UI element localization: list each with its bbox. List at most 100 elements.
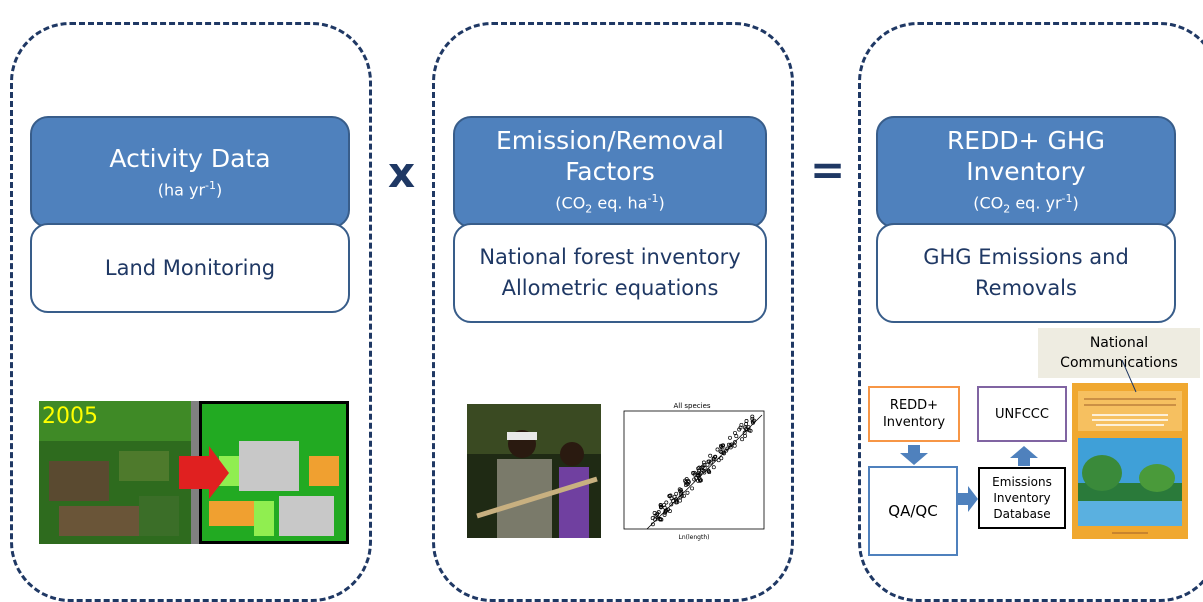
scatter-point (701, 460, 706, 465)
scatter-point (667, 493, 672, 498)
scatter-point (662, 512, 667, 517)
scatter-point (711, 465, 716, 470)
eid-line3: Database (993, 507, 1051, 521)
scatter-point (696, 466, 701, 471)
scatter-point (728, 435, 732, 440)
scatter-point (724, 448, 729, 453)
scatter-point (726, 442, 731, 447)
plot-xlabel: Ln(length) (679, 534, 710, 541)
scatter-point (750, 414, 755, 419)
forest-inventory-box: National forest inventory Allometric equ… (453, 223, 767, 323)
scatter-point (733, 430, 737, 435)
land-monitoring-box: Land Monitoring (30, 223, 350, 313)
scatter-point (658, 517, 663, 522)
qaqc-label: QA/QC (888, 501, 938, 520)
scatter-point (669, 502, 674, 507)
scatter-point (718, 449, 723, 454)
scatter-point (740, 437, 745, 442)
scatter-point (690, 486, 695, 491)
land-monitoring-label: Land Monitoring (104, 255, 276, 280)
scatter-point (653, 517, 658, 522)
scatter-point (679, 487, 683, 492)
activity-data-title: Activity Data (109, 144, 271, 174)
arrow-up-icon (1010, 446, 1038, 466)
map-year-label: 2005 (42, 404, 98, 429)
scatter-point (715, 447, 720, 452)
pointer-line (1121, 360, 1137, 393)
multiply-operator: x (388, 148, 416, 197)
natcom-line2: Communications (1060, 355, 1178, 371)
scatter-point (692, 477, 697, 482)
scatter-point (650, 522, 655, 527)
scatter-point (685, 481, 689, 486)
national-communications-label: National Communications (1038, 328, 1200, 378)
scatter-point (685, 490, 690, 495)
ghg-inventory-title-line1: REDD+ GHG (946, 125, 1106, 155)
scatter-point (728, 445, 733, 450)
allometric-equations-label: Allometric equations (501, 276, 719, 300)
ghg-inventory-header: REDD+ GHG Inventory (CO2 eq. yr-1) (876, 116, 1176, 228)
scatter-point (702, 470, 707, 475)
scatter-point (716, 458, 721, 463)
forest-inventory-label: National forest inventory (479, 245, 741, 269)
scatter-point (712, 455, 717, 459)
redd-line1: REDD+ (889, 398, 939, 413)
ghg-inventory-title-line2: Inventory (966, 156, 1086, 186)
report-cover-image (1072, 383, 1188, 539)
field-workers-photo (467, 404, 601, 538)
scatter-point (708, 453, 713, 458)
redd-inventory-box: REDD+ Inventory (868, 386, 960, 442)
scatter-point (692, 470, 697, 475)
scatter-point (744, 419, 749, 423)
ghg-inventory-unit: (CO2 eq. yr-1) (973, 191, 1079, 216)
scatter-point (697, 472, 702, 477)
scatter-point (699, 478, 703, 483)
redd-line2: Inventory (882, 415, 946, 430)
scatter-point (734, 434, 739, 439)
scatter-point (659, 505, 663, 510)
scatter-point (682, 493, 687, 498)
scatter-point (674, 491, 679, 496)
scatter-point (719, 456, 724, 461)
scatter-point (725, 446, 730, 451)
scatter-point (653, 513, 658, 518)
unfccc-label: UNFCCC (995, 406, 1049, 422)
scatter-point (737, 427, 742, 432)
eid-line1: Emissions (992, 475, 1052, 489)
qaqc-box: QA/QC (868, 466, 958, 556)
activity-data-header: Activity Data (ha yr-1) (30, 116, 350, 228)
emission-factors-title-line1: Emission/Removal (496, 125, 724, 155)
emissions-inventory-database-box: Emissions Inventory Database (978, 467, 1066, 529)
scatter-point (707, 470, 712, 475)
scatter-point (674, 497, 679, 502)
satellite-map-image (39, 401, 349, 544)
scatter-point (746, 425, 751, 430)
natcom-line1: National (1089, 335, 1149, 351)
eid-line2: Inventory (993, 491, 1051, 505)
activity-data-unit: (ha yr-1) (157, 179, 223, 200)
arrow-down-icon (900, 445, 928, 465)
scatter-point (679, 491, 683, 496)
emission-factors-title-line2: Factors (565, 156, 655, 186)
scatter-point (691, 471, 695, 475)
arrow-right-icon (958, 486, 978, 512)
ghg-emissions-label-line1: GHG Emissions and (923, 245, 1129, 269)
scatter-point (733, 440, 737, 445)
equals-operator: = (810, 145, 846, 194)
emission-factors-header: Emission/Removal Factors (CO2 eq. ha-1) (453, 116, 767, 228)
plot-title: All species (673, 402, 710, 410)
emission-factors-unit: (CO2 eq. ha-1) (555, 191, 665, 216)
scatter-point (700, 464, 705, 469)
scatter-point (706, 459, 711, 464)
scatter-point (663, 508, 668, 513)
scatter-point (739, 422, 744, 427)
unfccc-box: UNFCCC (977, 386, 1067, 442)
ghg-emissions-box: GHG Emissions and Removals (876, 223, 1176, 323)
allometric-scatter-plot: All species Ln(length) (612, 400, 770, 542)
ghg-emissions-label-line2: Removals (975, 276, 1077, 300)
scatter-point (732, 443, 737, 448)
scatter-point (678, 498, 682, 503)
scatter-point (743, 433, 748, 438)
scatter-point (751, 420, 755, 425)
scatter-point (743, 427, 748, 432)
